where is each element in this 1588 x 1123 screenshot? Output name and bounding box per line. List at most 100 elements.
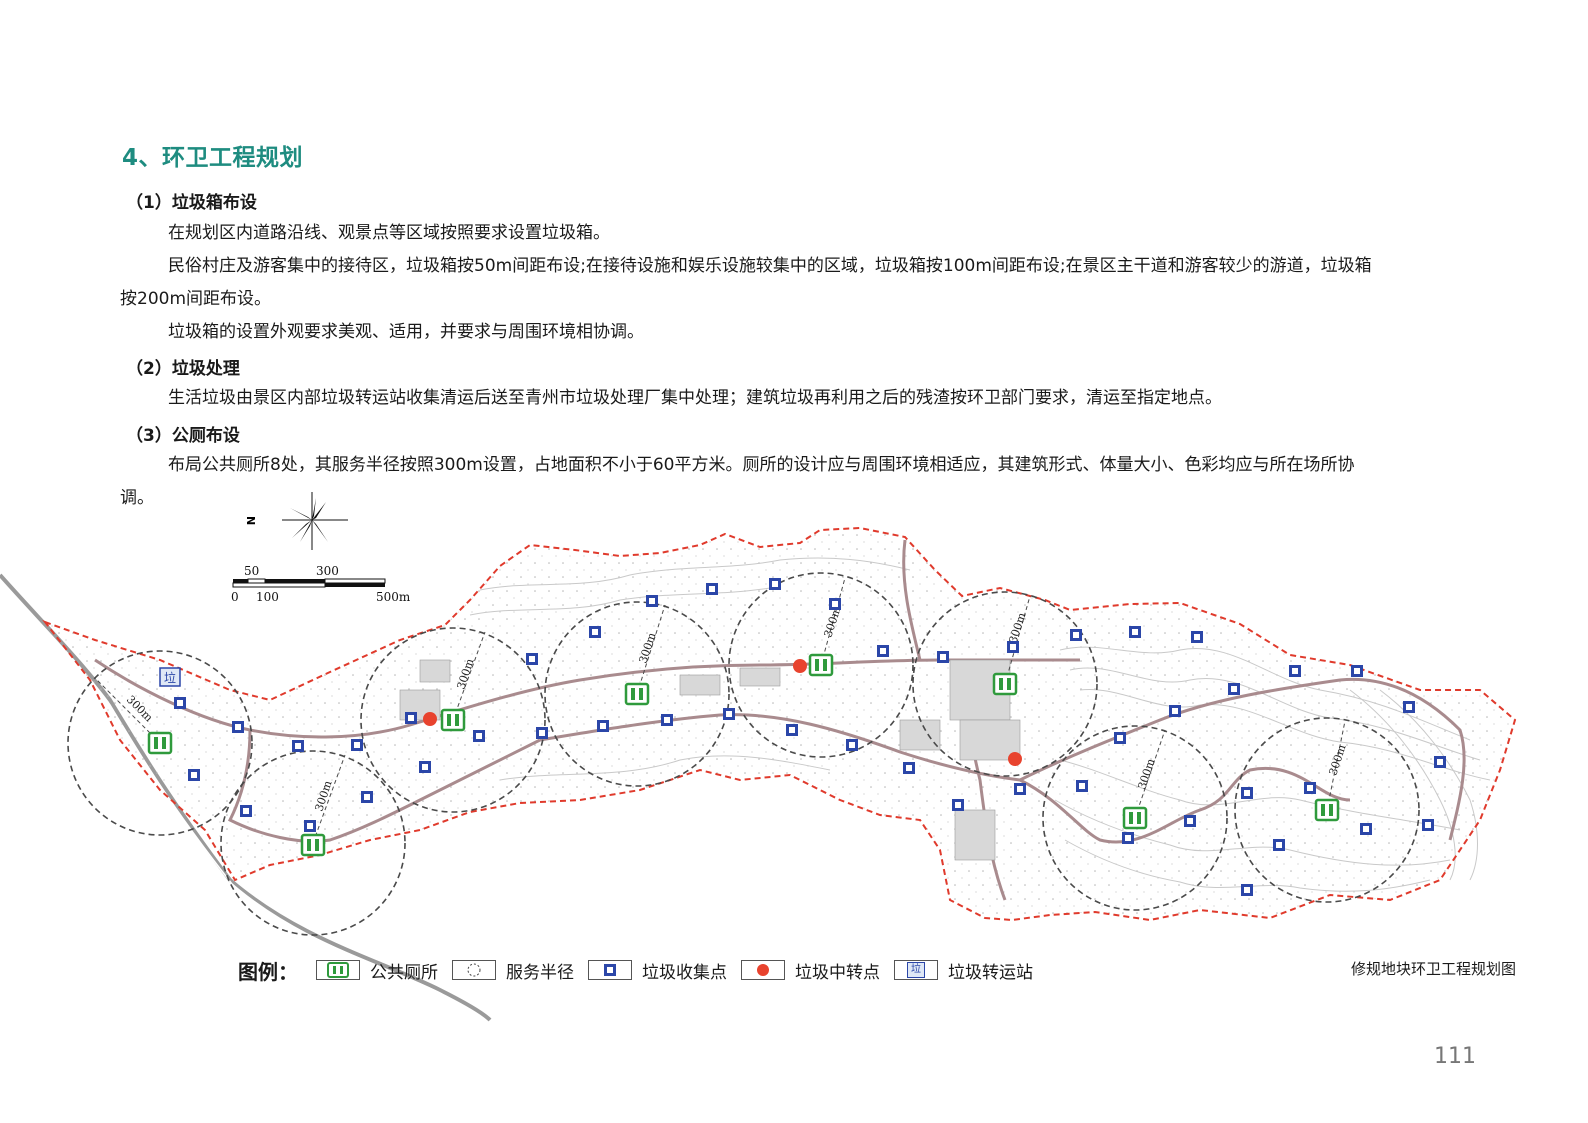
toilet-icon: [808, 653, 834, 677]
toilet-icon: [300, 833, 326, 857]
bin-icon: [1191, 631, 1203, 643]
toilet-icon: [1122, 806, 1148, 830]
bin-icon: [1228, 683, 1240, 695]
toilet-icon: [1314, 798, 1340, 822]
transfer-station-icon: 垃: [894, 960, 938, 980]
legend-item-transfer-point: 垃圾中转点: [741, 958, 880, 983]
bin-icon: [1241, 884, 1253, 896]
garbage-transfer-station: 垃: [159, 667, 181, 687]
legend-item-service-radius: 服务半径: [452, 958, 574, 983]
bin-icon: [1014, 783, 1026, 795]
bin-icon: [661, 714, 673, 726]
bin-icon: [1122, 832, 1134, 844]
toilet-icon: [992, 672, 1018, 696]
transfer-point-icon: [1008, 752, 1022, 766]
transfer-point-icon: [423, 712, 437, 726]
bin-icon: [1241, 787, 1253, 799]
legend-item-transfer-station: 垃 垃圾转运站: [894, 958, 1033, 983]
bin-icon: [292, 740, 304, 752]
scale-label-50: 50: [244, 564, 259, 578]
bin-icon: [597, 720, 609, 732]
legend-item-toilet: 公共厕所: [316, 958, 438, 983]
scale-label-100: 100: [256, 590, 279, 604]
bin-icon: [351, 739, 363, 751]
subsection-title-bins: （1）垃圾箱布设: [126, 193, 257, 213]
legend-label-transfer-station: 垃圾转运站: [948, 962, 1033, 983]
bin-icon: [588, 960, 632, 980]
bin-icon: [1403, 701, 1415, 713]
bin-icon: [526, 653, 538, 665]
bin-icon: [589, 626, 601, 638]
service-radius-7: [1042, 725, 1228, 911]
paragraph-waste-1: 生活垃圾由景区内部垃圾转运站收集清运后送至青州市垃圾处理厂集中处理；建筑垃圾再利…: [168, 388, 1222, 408]
bin-icon: [1360, 823, 1372, 835]
service-radius-8: [1234, 717, 1420, 903]
transfer-station-glyph: 垃: [164, 670, 176, 685]
bin-icon: [1114, 732, 1126, 744]
toilet-icon: [440, 708, 466, 732]
transfer-station-icon: [159, 667, 181, 687]
bin-icon: [188, 769, 200, 781]
bin-icon: [1273, 839, 1285, 851]
toilet-icon: [147, 731, 173, 755]
paragraph-bins-1: 在规划区内道路沿线、观景点等区域按照要求设置垃圾箱。: [168, 223, 610, 243]
bin-icon: [405, 712, 417, 724]
bin-icon: [174, 697, 186, 709]
service-radius-3: [360, 627, 546, 813]
bin-icon: [769, 578, 781, 590]
bin-icon: [1184, 815, 1196, 827]
bin-icon: [1007, 641, 1019, 653]
service-radius-4: [544, 601, 730, 787]
bin-icon: [1304, 782, 1316, 794]
bin-icon: [1076, 780, 1088, 792]
map-caption: 修规地块环卫工程规划图: [1350, 960, 1516, 978]
bin-icon: [903, 762, 915, 774]
transfer-point-icon: [793, 659, 807, 673]
service-radius-1: [67, 650, 253, 836]
scale-label-500: 500m: [376, 590, 411, 604]
toilet-icon: [624, 682, 650, 706]
subsection-title-waste: （2）垃圾处理: [126, 359, 240, 379]
bin-icon: [304, 820, 316, 832]
service-radius-circles: [67, 572, 1420, 936]
service-radius-6: [912, 591, 1098, 777]
bin-icon: [706, 583, 718, 595]
map-legend: 图例： 公共厕所 服务半径 垃圾收集点 垃圾中转点: [238, 955, 1047, 985]
legend-label-service-radius: 服务半径: [506, 962, 574, 983]
bin-icon: [1169, 705, 1181, 717]
sanitation-plan-map: 300m 300m 300m 300m 300m 300m 300m 300m: [0, 492, 1517, 1022]
bin-icon: [361, 791, 373, 803]
bin-icon: [723, 708, 735, 720]
bin-icon: [473, 730, 485, 742]
legend-title: 图例：: [238, 959, 298, 984]
bin-icon: [536, 727, 548, 739]
legend-item-bin: 垃圾收集点: [588, 958, 727, 983]
scale-bar: 50 300 0 100 500m: [231, 564, 411, 604]
paragraph-bins-3: 垃圾箱的设置外观要求美观、适用，并要求与周围环境相协调。: [168, 322, 644, 342]
paragraph-bins-2: 民俗村庄及游客集中的接待区，垃圾箱按50m间距布设;在接待设施和娱乐设施较集中的…: [120, 256, 1372, 309]
north-label: N: [244, 516, 257, 525]
section-heading: 4、环卫工程规划: [122, 145, 304, 171]
bin-icon: [1422, 819, 1434, 831]
subsection-title-toilets: （3）公厕布设: [126, 426, 240, 446]
page-number: 111: [1434, 1044, 1476, 1069]
bin-icon: [829, 598, 841, 610]
north-arrow: N: [244, 492, 348, 550]
bin-icon: [877, 645, 889, 657]
bin-icon: [952, 799, 964, 811]
bin-icon: [1434, 756, 1446, 768]
scale-label-0: 0: [231, 590, 239, 604]
bin-icon: [937, 651, 949, 663]
bin-icon: [1351, 665, 1363, 677]
scale-label-300: 300: [316, 564, 339, 578]
transfer-station-glyph: 垃: [907, 962, 925, 978]
bin-icon: [240, 805, 252, 817]
bin-icon: [232, 721, 244, 733]
settlement-areas: [399, 659, 1021, 861]
transfer-point-icon: [741, 960, 785, 980]
paragraph-toilets-1: 布局公共厕所8处，其服务半径按照300m设置，占地面积不小于60平方米。厕所的设…: [120, 455, 1355, 508]
internal-roads: [94, 539, 1466, 901]
legend-label-toilet: 公共厕所: [370, 962, 438, 983]
legend-label-transfer-point: 垃圾中转点: [795, 962, 880, 983]
